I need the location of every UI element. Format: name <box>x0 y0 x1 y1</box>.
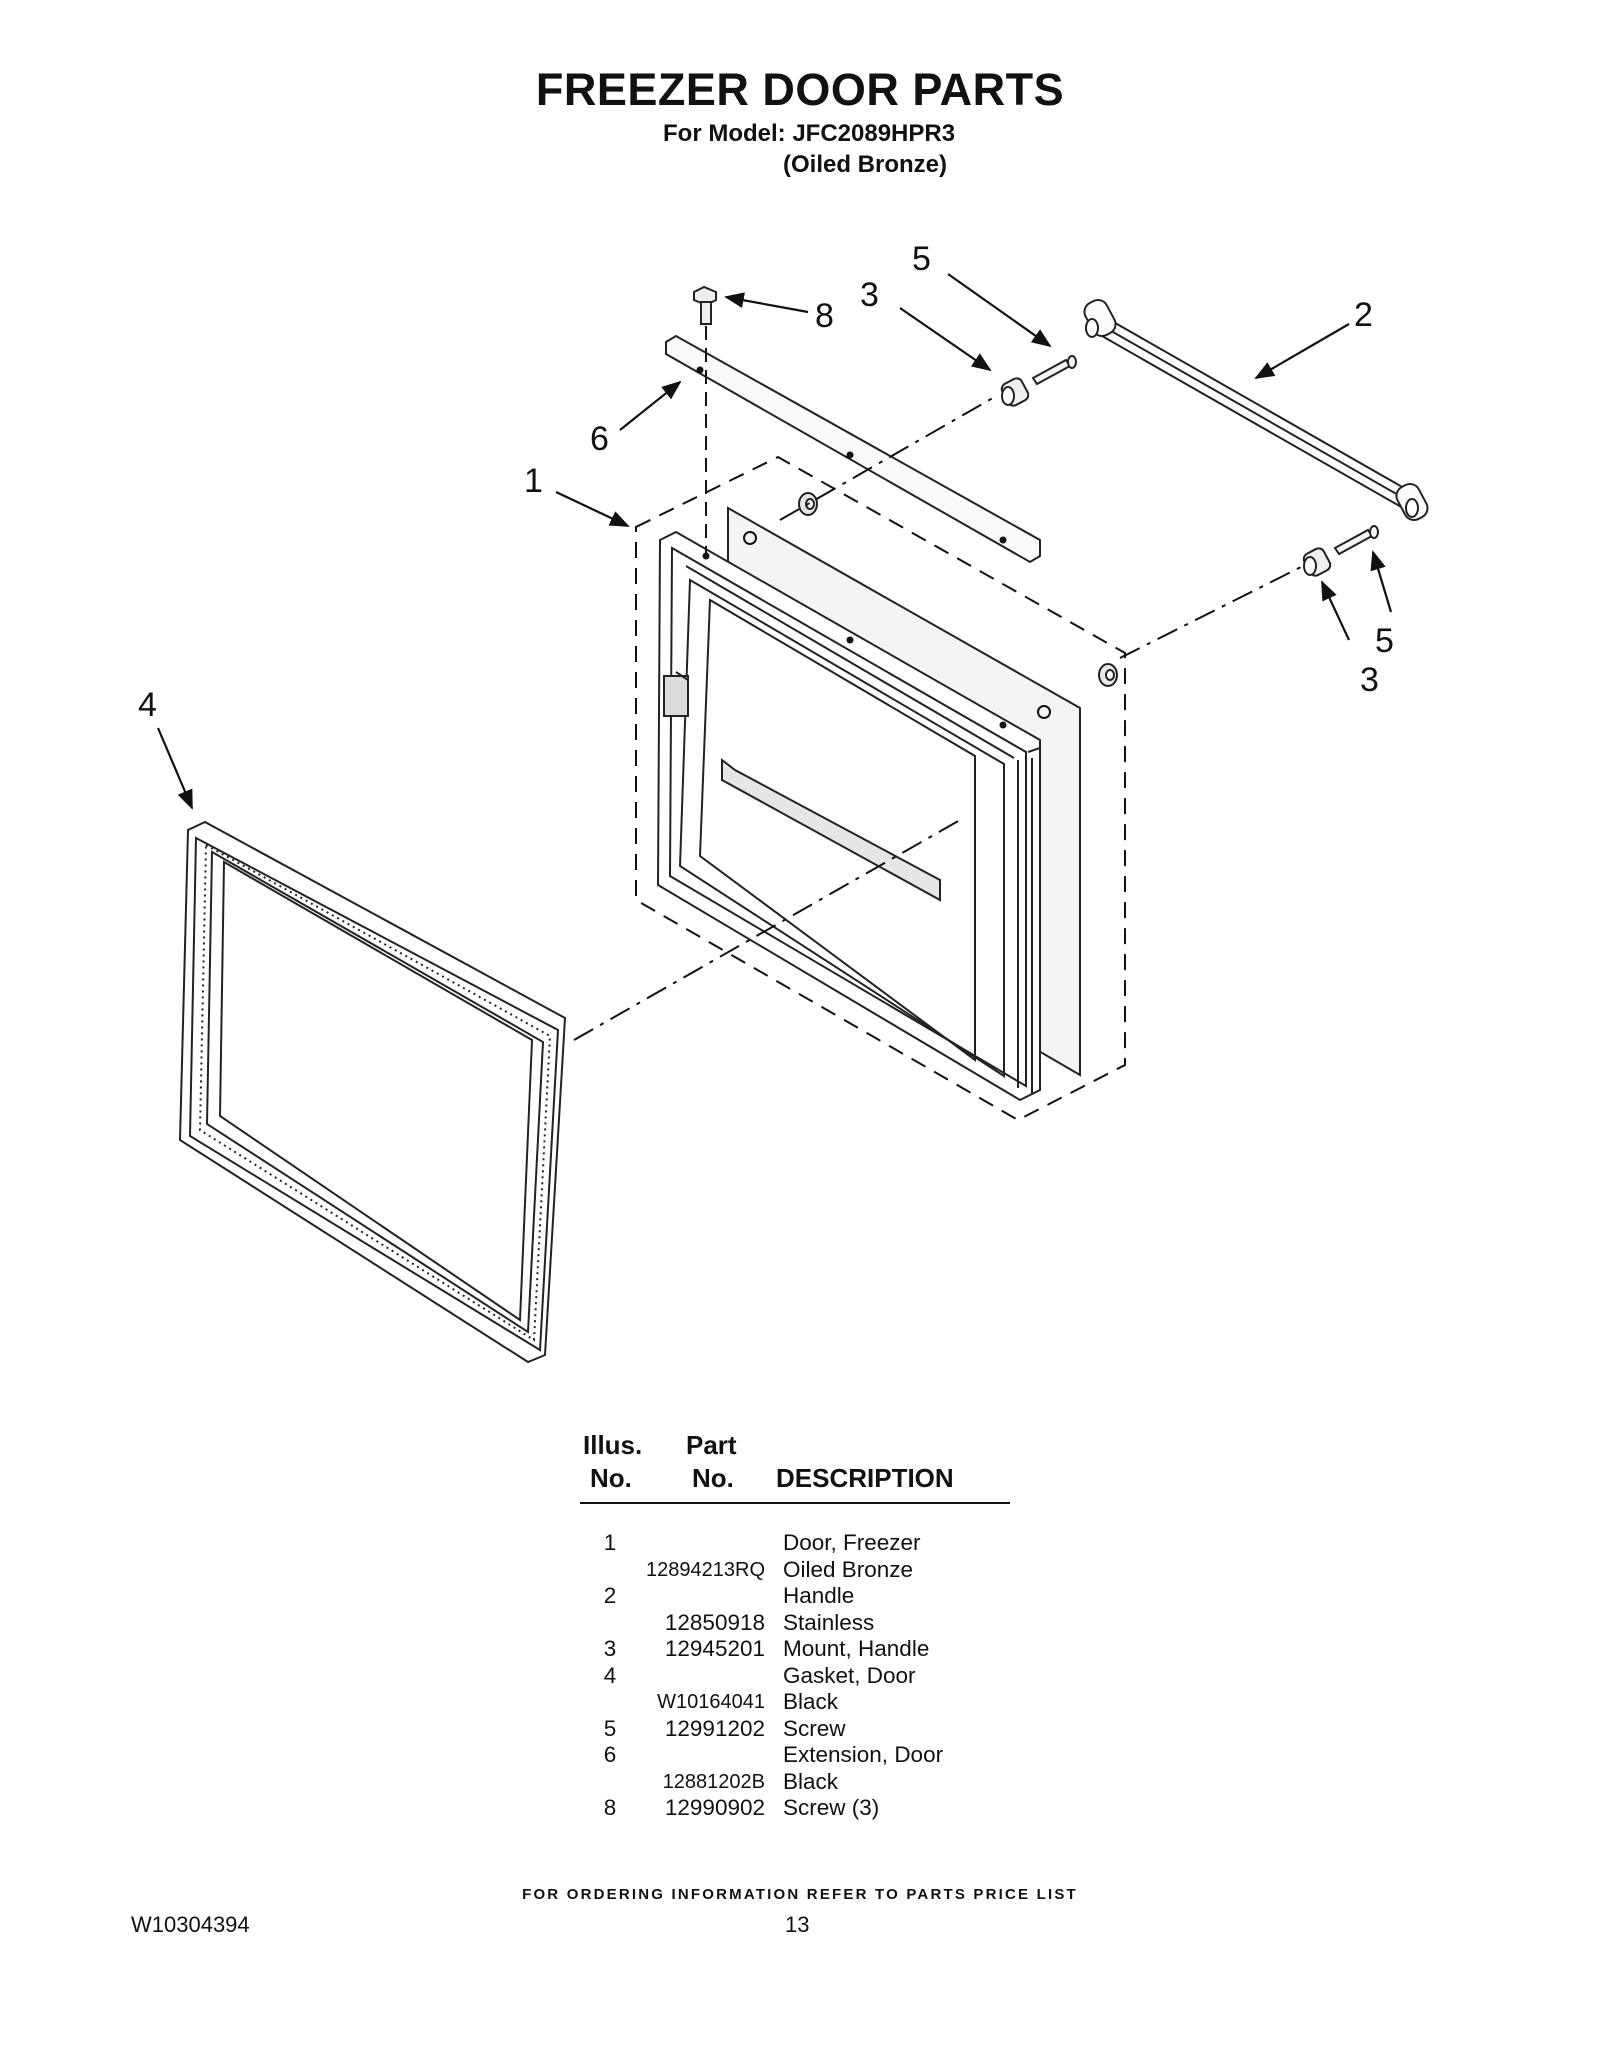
header-illus: Illus. <box>583 1430 643 1460</box>
callout-6: 6 <box>590 420 609 458</box>
door-handle-mount-lower <box>1098 663 1118 687</box>
part-description: Oiled Bronze <box>783 1556 914 1582</box>
callout-5-upper: 5 <box>912 240 931 278</box>
page-number: 13 <box>785 1912 810 1937</box>
gasket-part-4 <box>178 820 567 1364</box>
table-row: 12850918 Stainless <box>580 1610 1010 1637</box>
table-row: 6 Extension, Door <box>580 1742 1010 1769</box>
handle-mount-part-3-upper <box>1000 377 1030 407</box>
illus-no: 2 <box>603 1583 617 1608</box>
part-description: Extension, Door <box>783 1742 944 1767</box>
part-no: 12991202 <box>664 1715 765 1741</box>
freezer-door <box>656 530 1041 1102</box>
screw-part-8 <box>693 285 717 325</box>
callout-3-upper: 3 <box>860 276 879 314</box>
illus-no: 3 <box>603 1636 617 1661</box>
document-number: W10304394 <box>131 1912 250 1937</box>
header-illus-no: No. <box>590 1463 632 1493</box>
callout-8: 8 <box>815 297 834 335</box>
table-row: 3 12945201 Mount, Handle <box>580 1636 1010 1663</box>
illus-no: 5 <box>603 1715 617 1741</box>
callout-1: 1 <box>524 462 543 500</box>
illus-no: 6 <box>603 1742 617 1767</box>
table-row: 1 Door, Freezer <box>580 1530 1010 1557</box>
callout-5-lower: 5 <box>1375 622 1394 660</box>
callout-3-lower: 3 <box>1360 661 1379 699</box>
part-description: Black <box>783 1689 839 1714</box>
table-row: 12881202B Black <box>580 1769 1010 1796</box>
part-description: Gasket, Door <box>783 1662 916 1688</box>
header-part: Part <box>686 1430 737 1460</box>
illus-no: 4 <box>603 1662 617 1688</box>
part-no: W10164041 <box>657 1691 765 1713</box>
screw-part-5-upper <box>1031 355 1077 386</box>
part-no: 12850918 <box>664 1609 765 1635</box>
door-assembly-outline <box>635 455 1126 1122</box>
header-part-no: No. <box>692 1463 734 1493</box>
part-description: Screw <box>783 1715 846 1741</box>
part-description: Door, Freezer <box>783 1530 921 1555</box>
screw-part-5-lower <box>1333 525 1379 556</box>
table-row: 8 12990902 Screw (3) <box>580 1795 1010 1822</box>
illus-no: 8 <box>603 1795 617 1820</box>
exploded-parts-diagram: 1 2 3 3 4 5 5 6 8 <box>138 240 1429 1364</box>
part-description: Black <box>783 1768 839 1794</box>
part-description: Mount, Handle <box>783 1636 930 1661</box>
ordering-note: FOR ORDERING INFORMATION REFER TO PARTS … <box>522 1886 1078 1903</box>
table-row: 5 12991202 Screw <box>580 1716 1010 1743</box>
callout-2: 2 <box>1354 296 1373 334</box>
table-row: 12894213RQ Oiled Bronze <box>580 1557 1010 1584</box>
callout-4: 4 <box>138 686 157 724</box>
part-description: Screw (3) <box>783 1795 880 1820</box>
parts-table-header: Illus. No. Part No. DESCRIPTION <box>580 1430 1010 1504</box>
handle-part-2 <box>1083 298 1429 522</box>
part-description: Stainless <box>783 1609 875 1635</box>
part-no: 12881202B <box>662 1770 765 1793</box>
door-extension-strip <box>665 334 1041 564</box>
finish-line: (Oiled Bronze) <box>783 151 948 178</box>
header-description: DESCRIPTION <box>776 1463 954 1493</box>
illus-no: 1 <box>603 1530 617 1555</box>
handle-mount-part-3-lower <box>1302 547 1332 577</box>
table-row: 4 Gasket, Door <box>580 1663 1010 1690</box>
part-no: 12990902 <box>664 1795 765 1820</box>
part-no: 12894213RQ <box>646 1558 765 1581</box>
parts-table: 1 Door, Freezer 12894213RQ Oiled Bronze … <box>580 1530 1010 1822</box>
table-row: W10164041 Black <box>580 1689 1010 1716</box>
table-row: 2 Handle <box>580 1583 1010 1610</box>
part-description: Handle <box>783 1583 855 1608</box>
part-no: 12945201 <box>664 1636 765 1661</box>
model-line: For Model: JFC2089HPR3 <box>663 120 956 147</box>
page-title: FREEZER DOOR PARTS <box>535 64 1065 115</box>
